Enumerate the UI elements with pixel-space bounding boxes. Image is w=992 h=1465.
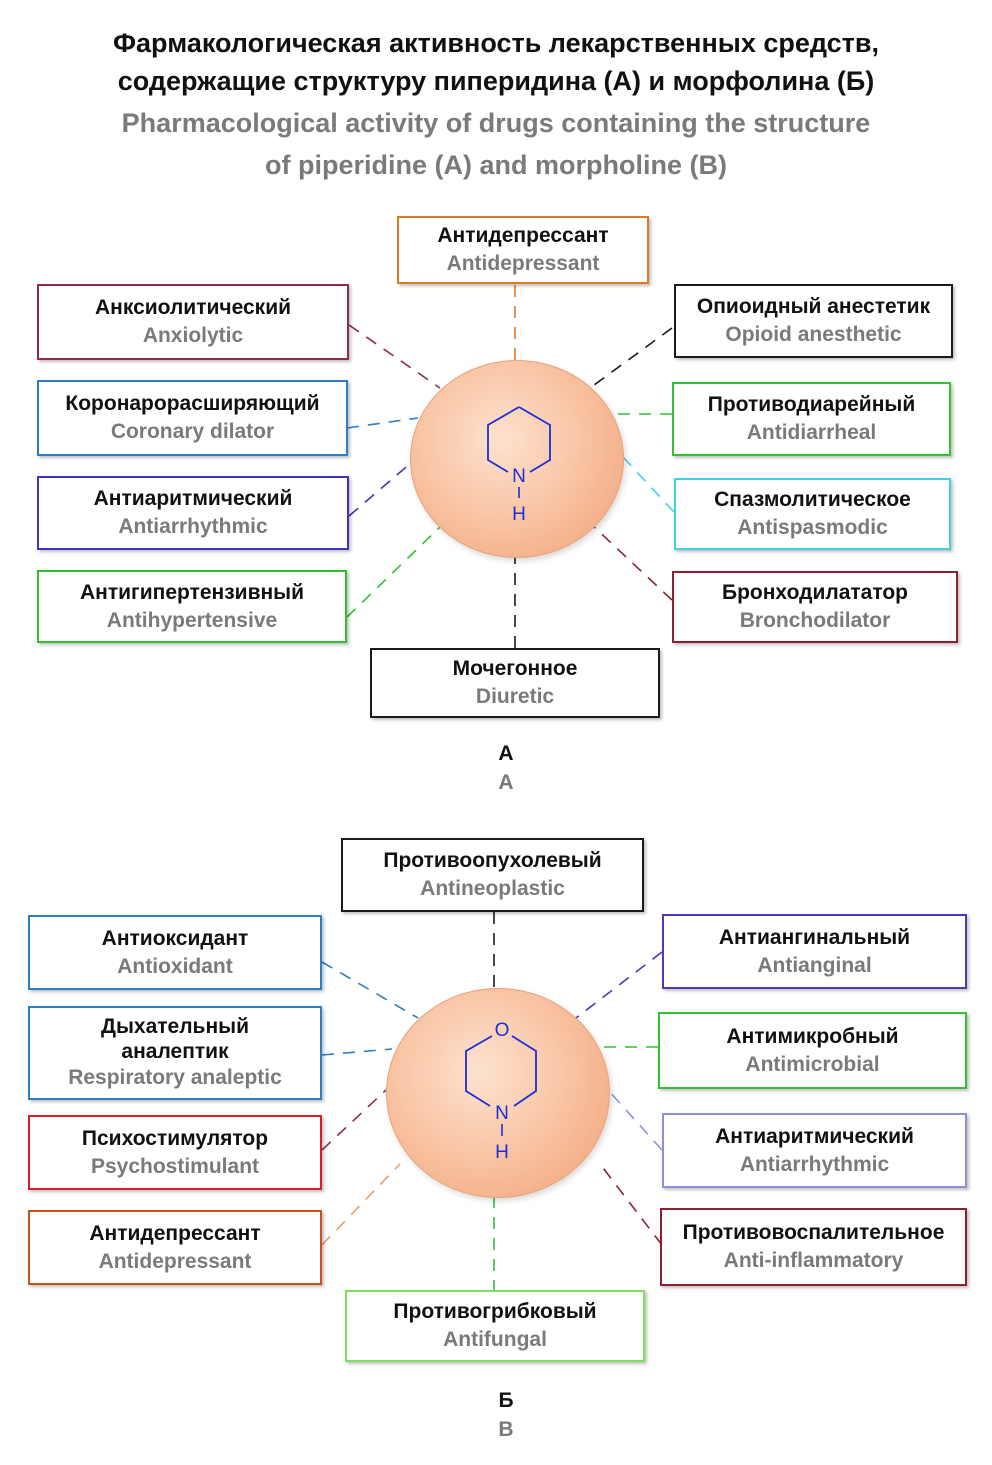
connector-a-antispasmodic — [621, 455, 675, 513]
panel-b-label-en: B — [498, 1418, 514, 1441]
activity-b-anti-inflammatory: Противовоспалительное Anti-inflammatory — [660, 1208, 967, 1286]
activity-en: Antianginal — [757, 953, 872, 977]
morpholine-circle — [386, 988, 610, 1198]
panel-a-label-en: A — [498, 771, 514, 794]
piperidine-h-label: H — [512, 504, 526, 525]
activity-en: Anti-inflammatory — [723, 1249, 904, 1272]
activity-b-antiarrhythmic: Антиаритмический Antiarrhythmic — [662, 1113, 967, 1188]
piperidine-structure-icon: N H — [487, 406, 551, 525]
activity-b-psychostimulant: Психостимулятор Psychostimulant — [28, 1115, 322, 1190]
title-ru-line1: Фармакологическая активность лекарственн… — [113, 28, 879, 58]
activity-en: Antispasmodic — [737, 516, 888, 539]
activity-a-antispasmodic: Спазмолитическое Antispasmodic — [674, 478, 951, 550]
activity-a-diuretic: Мочегонное Diuretic — [370, 648, 660, 718]
connector-b-antiarrhythmic — [607, 1089, 663, 1151]
connector-a-antiarrhythmic — [348, 461, 413, 517]
activity-en: Antifungal — [443, 1328, 547, 1351]
piperidine-n-label: N — [512, 466, 526, 487]
activity-ru: Опиоидный анестетик — [696, 295, 931, 318]
activity-ru: Антиаритмический — [93, 487, 293, 510]
activity-ru: Антиангинальный — [718, 925, 911, 949]
title-ru-line2: содержащие структуру пиперидина (А) и мо… — [117, 66, 875, 96]
activity-ru: Дыхательный аналептик — [101, 1015, 249, 1063]
activity-ru: Анксиолитический — [94, 296, 292, 319]
activity-ru: Мочегонное — [452, 657, 578, 680]
connector-a-anxiolytic — [348, 324, 441, 389]
activity-en: Antioxidant — [117, 954, 233, 978]
activity-en: Antineoplastic — [420, 877, 565, 900]
connector-a-antihypertensive — [346, 526, 441, 618]
morpholine-h-label: H — [495, 1142, 509, 1163]
connector-b-respiratory — [321, 1048, 393, 1056]
activity-b-antidepressant: Антидепрессант Antidepressant — [28, 1210, 322, 1285]
activity-ru: Противовоспалительное — [682, 1221, 945, 1244]
activity-a-antihypertensive: Антигипертензивный Antihypertensive — [37, 570, 347, 643]
activity-a-antiarrhythmic: Антиаритмический Antiarrhythmic — [37, 476, 349, 550]
activity-a-opioid-anesthetic: Опиоидный анестетик Opioid anesthetic — [674, 284, 953, 358]
activity-ru: Антигипертензивный — [79, 580, 305, 604]
activity-a-antidepressant: Антидепрессант Antidepressant — [397, 216, 649, 284]
activity-ru: Коронарорасширяющий — [65, 392, 320, 415]
connector-b-antidepressant — [321, 1163, 401, 1246]
connector-b-antianginal — [575, 951, 663, 1019]
connector-b-antioxidant — [321, 961, 419, 1019]
title-ru: Фармакологическая активность лекарственн… — [0, 24, 992, 100]
connector-a-bronchodilator — [591, 524, 673, 601]
activity-b-antioxidant: Антиоксидант Antioxidant — [28, 915, 322, 990]
activity-en: Antidiarrheal — [746, 421, 877, 444]
title-en: Pharmacological activity of drugs contai… — [0, 102, 992, 186]
title-en-line1: Pharmacological activity of drugs contai… — [121, 108, 871, 138]
activity-ru: Антиоксидант — [101, 926, 249, 950]
activity-en: Antidepressant — [98, 1249, 252, 1273]
activity-b-antineoplastic: Противоопухолевый Antineoplastic — [341, 838, 644, 912]
activity-en: Coronary dilator — [110, 420, 275, 443]
activity-a-anxiolytic: Анксиолитический Anxiolytic — [37, 284, 349, 360]
panel-b-label-ru: Б — [498, 1389, 514, 1412]
connector-b-antiinflammatory — [599, 1163, 663, 1246]
activity-ru: Спазмолитическое — [714, 488, 911, 511]
activity-en: Antimicrobial — [745, 1052, 880, 1076]
activity-ru: Противоопухолевый — [383, 849, 602, 872]
morpholine-n-label: N — [495, 1103, 509, 1124]
activity-ru: Бронходилататор — [721, 581, 909, 604]
activity-b-antimicrobial: Антимикробный Antimicrobial — [658, 1012, 967, 1089]
activity-ru: Антидепрессант — [89, 1221, 261, 1245]
connector-b-psychostimulant — [321, 1089, 387, 1151]
activity-en: Antidepressant — [446, 252, 600, 275]
activity-en: Anxiolytic — [142, 324, 244, 347]
activity-b-antifungal: Противогрибковый Antifungal — [345, 1290, 645, 1362]
activity-b-respiratory-analeptic: Дыхательный аналептик Respiratory analep… — [28, 1006, 322, 1100]
activity-en: Antihypertensive — [106, 608, 278, 632]
morpholine-structure-icon: O N H — [465, 1020, 537, 1163]
activity-en: Respiratory analeptic — [68, 1066, 282, 1089]
piperidine-circle — [410, 360, 624, 558]
activity-en: Bronchodilator — [739, 609, 891, 632]
activity-a-coronary-dilator: Коронарорасширяющий Coronary dilator — [37, 380, 348, 456]
activity-en: Antiarrhythmic — [118, 515, 268, 538]
activity-en: Psychostimulant — [90, 1154, 260, 1178]
connector-a-coronary — [346, 417, 419, 429]
title-en-line2: of piperidine (A) and morpholine (B) — [265, 150, 727, 180]
activity-ru: Противодиарейный — [707, 393, 916, 416]
activity-b-antianginal: Антиангинальный Antianginal — [662, 914, 967, 989]
activity-a-bronchodilator: Бронходилататор Bronchodilator — [672, 571, 958, 643]
activity-ru: Противогрибковый — [393, 1300, 597, 1323]
activity-en: Opioid anesthetic — [725, 323, 902, 346]
activity-ru: Антимикробный — [726, 1024, 899, 1048]
activity-en: Diuretic — [475, 685, 555, 708]
panel-a-label-ru: А — [498, 742, 514, 765]
activity-ru: Антиаритмический — [715, 1124, 914, 1148]
activity-ru: Психостимулятор — [81, 1126, 269, 1150]
connector-a-opioid — [589, 327, 673, 389]
activity-a-antidiarrheal: Противодиарейный Antidiarrheal — [672, 382, 951, 456]
activity-en: Antiarrhythmic — [739, 1152, 890, 1176]
activity-ru: Антидепрессант — [437, 224, 609, 247]
morpholine-o-label: O — [495, 1020, 510, 1041]
